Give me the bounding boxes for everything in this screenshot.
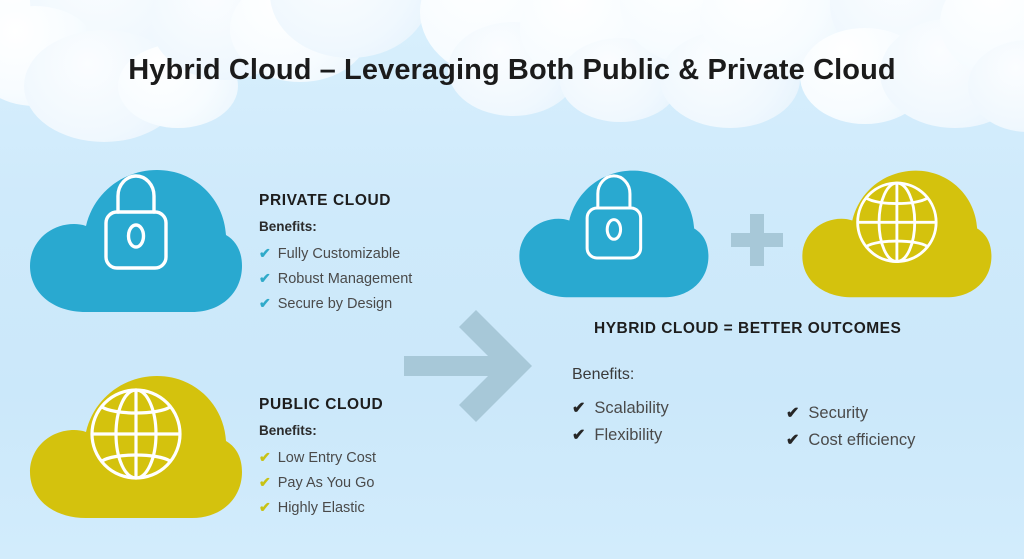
list-item-label: Security bbox=[808, 404, 869, 422]
check-icon: ✔ bbox=[259, 499, 271, 515]
hybrid-benefits-label: Benefits: bbox=[572, 366, 635, 383]
check-icon: ✔ bbox=[786, 432, 800, 449]
list-item: ✔ Highly Elastic bbox=[259, 495, 376, 520]
list-item: ✔ Cost efficiency bbox=[786, 427, 915, 454]
list-item: ✔ Scalability bbox=[572, 395, 669, 422]
check-icon: ✔ bbox=[259, 270, 271, 286]
page-title: Hybrid Cloud – Leveraging Both Public & … bbox=[128, 54, 896, 86]
list-item-label: Flexibility bbox=[594, 426, 663, 444]
lock-icon bbox=[104, 174, 168, 270]
public-benefits-label: Benefits: bbox=[259, 423, 317, 438]
hybrid-benefits-list-right: ✔ Security ✔ Cost efficiency bbox=[786, 400, 915, 454]
list-item-label: Fully Customizable bbox=[277, 246, 401, 262]
check-icon: ✔ bbox=[259, 449, 271, 465]
cloud-shape bbox=[519, 170, 709, 298]
list-item: ✔ Security bbox=[786, 400, 915, 427]
list-item-label: Highly Elastic bbox=[277, 500, 365, 516]
public-cloud-heading: PUBLIC CLOUD bbox=[259, 396, 384, 413]
hybrid-benefits-list-left: ✔ Scalability ✔ Flexibility bbox=[572, 395, 669, 449]
list-item: ✔ Robust Management bbox=[259, 266, 412, 291]
list-item-label: Pay As You Go bbox=[277, 475, 375, 491]
private-benefits-label: Benefits: bbox=[259, 219, 317, 234]
hybrid-cloud-heading: HYBRID CLOUD = BETTER OUTCOMES bbox=[594, 320, 902, 337]
globe-icon bbox=[856, 181, 938, 263]
list-item-label: Scalability bbox=[594, 399, 669, 417]
private-cloud-heading: PRIVATE CLOUD bbox=[259, 192, 392, 209]
list-item: ✔ Pay As You Go bbox=[259, 470, 376, 495]
private-benefits-list: ✔ Fully Customizable ✔ Robust Management… bbox=[259, 241, 412, 316]
check-icon: ✔ bbox=[259, 474, 271, 490]
globe-icon bbox=[90, 388, 182, 480]
lock-icon bbox=[585, 174, 643, 260]
check-icon: ✔ bbox=[259, 295, 271, 311]
list-item: ✔ Fully Customizable bbox=[259, 241, 412, 266]
list-item-label: Cost efficiency bbox=[808, 431, 916, 449]
plus-icon bbox=[731, 214, 783, 266]
arrow-right-icon bbox=[404, 305, 534, 432]
public-cloud-graphic bbox=[24, 372, 246, 520]
hybrid-public-cloud-graphic bbox=[797, 167, 995, 299]
list-item: ✔ Flexibility bbox=[572, 422, 669, 449]
list-item-label: Low Entry Cost bbox=[277, 450, 377, 466]
check-icon: ✔ bbox=[572, 400, 586, 417]
public-benefits-list: ✔ Low Entry Cost ✔ Pay As You Go ✔ Highl… bbox=[259, 445, 376, 520]
hybrid-private-cloud-graphic bbox=[514, 167, 712, 299]
cloud-shape bbox=[30, 170, 242, 312]
private-cloud-graphic bbox=[24, 166, 246, 314]
list-item-label: Secure by Design bbox=[277, 296, 393, 312]
check-icon: ✔ bbox=[572, 427, 586, 444]
check-icon: ✔ bbox=[259, 245, 271, 261]
list-item: ✔ Low Entry Cost bbox=[259, 445, 376, 470]
list-item-label: Robust Management bbox=[277, 271, 413, 287]
list-item: ✔ Secure by Design bbox=[259, 291, 412, 316]
check-icon: ✔ bbox=[786, 405, 800, 422]
